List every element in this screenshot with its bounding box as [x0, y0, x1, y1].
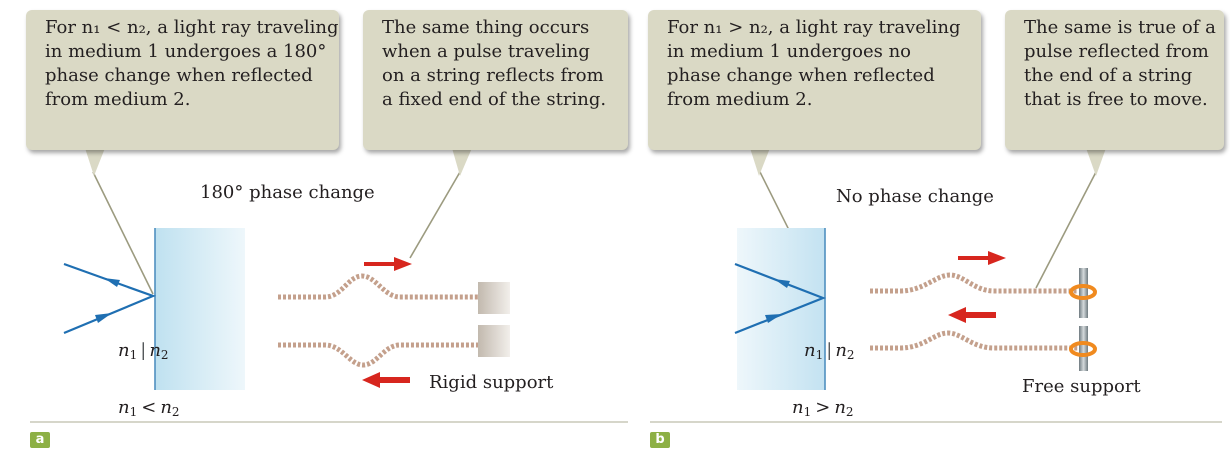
callout-line: from medium 2. — [45, 88, 331, 112]
callout-line: The same is true of a — [1024, 16, 1216, 40]
callout-line: from medium 2. — [667, 88, 973, 112]
incident-ray-arrow — [95, 313, 112, 323]
callout-line: The same thing occurs — [382, 16, 620, 40]
index-symbol: n — [160, 397, 172, 418]
index-symbol: n — [118, 340, 130, 361]
support-label-a: Rigid support — [429, 372, 553, 393]
callout-a-light: For n₁ < n₂, a light ray traveling in me… — [26, 10, 339, 150]
index-relation-a: n1<n2 — [118, 397, 180, 419]
index-symbol: n — [804, 340, 816, 361]
index-labels-b: n1|n2 — [804, 340, 855, 362]
boundary-separator: | — [137, 340, 149, 361]
free-support-rod — [1079, 326, 1088, 371]
callout-line: when a pulse traveling — [382, 40, 620, 64]
pulse-direction-arrow — [362, 372, 410, 388]
callout-line: in medium 1 undergoes a 180° — [45, 40, 331, 64]
index-symbol: n — [834, 397, 846, 418]
index-labels-a: n1|n2 — [118, 340, 169, 362]
medium-1-slab-b — [737, 228, 825, 390]
rigid-support-block — [478, 282, 510, 314]
index-symbol: n — [792, 397, 804, 418]
index-symbol: n — [118, 397, 130, 418]
rigid-support-block — [478, 325, 510, 357]
callout-tail-a2 — [452, 148, 472, 176]
callout-tail-a1 — [85, 148, 105, 176]
index-subscript: 2 — [172, 405, 180, 419]
index-relation-b: n1>n2 — [792, 397, 854, 419]
phase-change-label-a: 180° phase change — [200, 182, 375, 203]
reflected-ray-arrow — [104, 278, 120, 287]
light-ray-a — [64, 264, 153, 333]
index-subscript: 2 — [161, 348, 169, 362]
boundary-separator: | — [823, 340, 835, 361]
callout-b-string: The same is true of a pulse reflected fr… — [1005, 10, 1224, 150]
callout-line: phase change when reflected — [667, 64, 973, 88]
string-incident-pulse-b — [870, 275, 1078, 291]
relation-operator: < — [137, 397, 160, 418]
string-reflected-pulse-a — [278, 345, 480, 365]
string-incident-pulse-a — [278, 276, 480, 297]
phase-change-label-b: No phase change — [836, 186, 994, 207]
callout-line: the end of a string — [1024, 64, 1216, 88]
callout-pointer-a2 — [410, 172, 460, 258]
free-support-rod — [1079, 268, 1088, 318]
panel-tag-b: b — [650, 432, 670, 448]
index-symbol: n — [149, 340, 161, 361]
callout-line: on a string reflects from — [382, 64, 620, 88]
support-label-b: Free support — [1022, 376, 1141, 397]
string-reflected-pulse-b — [870, 333, 1078, 348]
pulse-direction-arrow — [948, 307, 996, 323]
callout-line: For n₁ < n₂, a light ray traveling — [45, 16, 331, 40]
pulse-direction-arrow — [364, 257, 412, 271]
callout-line: a fixed end of the string. — [382, 88, 620, 112]
index-subscript: 2 — [846, 405, 854, 419]
callout-pointer-a1 — [93, 172, 153, 294]
callout-line: phase change when reflected — [45, 64, 331, 88]
medium-2-slab-a — [155, 228, 245, 390]
index-subscript: 2 — [847, 348, 855, 362]
panel-tag-a: a — [30, 432, 50, 448]
callout-line: that is free to move. — [1024, 88, 1216, 112]
callout-b-light: For n₁ > n₂, a light ray traveling in me… — [648, 10, 981, 150]
callout-tail-b1 — [750, 148, 770, 176]
callout-line: pulse reflected from — [1024, 40, 1216, 64]
callout-a-string: The same thing occurs when a pulse trave… — [363, 10, 628, 150]
relation-operator: > — [811, 397, 834, 418]
index-symbol: n — [835, 340, 847, 361]
pulse-direction-arrow — [958, 251, 1006, 265]
callout-line: For n₁ > n₂, a light ray traveling — [667, 16, 973, 40]
callout-tail-b2 — [1086, 148, 1106, 176]
callout-line: in medium 1 undergoes no — [667, 40, 973, 64]
